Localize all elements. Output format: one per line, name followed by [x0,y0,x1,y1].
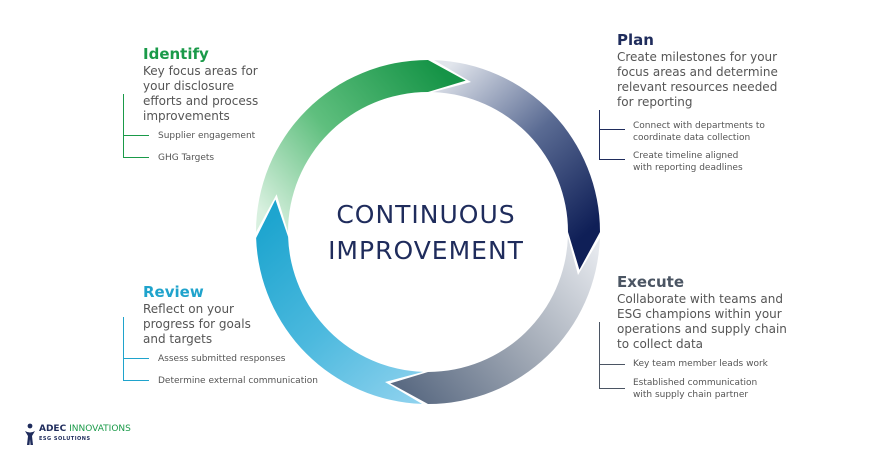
plan-item-1-line2: coordinate data collection [633,133,751,143]
execute-title: Execute [617,273,685,291]
execute-desc-1: Collaborate with teams and [617,292,783,306]
execute-desc-4: to collect data [617,337,703,351]
logo-figure-icon [25,423,35,445]
plan-title: Plan [617,31,654,49]
review-arc [256,199,424,404]
review-item-1: Assess submitted responses [158,354,286,364]
logo-innovations: INNOVATIONS [69,424,131,434]
execute-arc [390,236,600,404]
logo-tagline: ESG SOLUTIONS [39,436,91,442]
execute-item-2-line2: with supply chain partner [633,390,749,400]
identify-block: Identify Key focus areas for your disclo… [143,45,293,124]
review-desc-1: Reflect on your [143,302,234,316]
execute-block: Execute Collaborate with teams and ESG c… [617,273,817,352]
identify-desc-1: Key focus areas for [143,64,258,78]
review-connector [123,317,149,381]
review-desc-2: progress for goals [143,317,251,331]
identify-desc-4: improvements [143,109,230,123]
execute-desc-2: ESG champions within your [617,307,782,321]
identify-title: Identify [143,45,209,63]
plan-connector [599,110,625,160]
plan-arc [432,60,600,270]
review-block: Review Reflect on your progress for goal… [143,283,293,347]
execute-item-2-line1: Established communication [633,378,758,388]
plan-desc-4: for reporting [617,95,693,109]
identify-arc [256,60,466,232]
plan-desc-3: relevant resources needed [617,80,778,94]
identify-item-2: GHG Targets [158,153,215,163]
plan-block: Plan Create milestones for your focus ar… [617,31,817,110]
identify-desc-3: efforts and process [143,94,259,108]
company-logo: ADEC INNOVATIONS ESG SOLUTIONS [24,422,144,448]
plan-desc-1: Create milestones for your [617,50,778,64]
plan-item-2-line2: with reporting deadlines [633,163,743,173]
identify-desc-2: your disclosure [143,79,235,93]
center-title-line2: IMPROVEMENT [328,236,524,265]
logo-adec: ADEC [39,424,67,434]
identify-connector [123,94,149,158]
review-item-2: Determine external communication [158,376,318,386]
identify-item-1: Supplier engagement [158,131,256,141]
plan-desc-2: focus areas and determine [617,65,778,79]
plan-item-1-line1: Connect with departments to [633,121,765,131]
center-title-line1: CONTINUOUS [336,200,516,229]
review-title: Review [143,283,204,301]
execute-desc-3: operations and supply chain [617,322,787,336]
review-desc-3: and targets [143,332,213,346]
plan-item-2-line1: Create timeline aligned [633,151,739,161]
execute-item-1: Key team member leads work [633,359,768,369]
execute-connector [599,322,625,389]
logo-wordmark: ADEC INNOVATIONS [39,424,131,435]
